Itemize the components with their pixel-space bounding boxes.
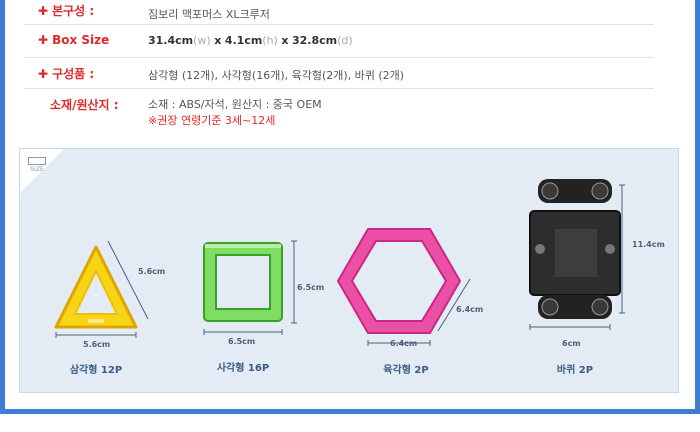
hexagon-width-dim: 6.4cm: [390, 339, 418, 348]
size-panel: SIZE: [19, 148, 679, 393]
spec-row-parts: ✚구성품 : 삼각형 (12개), 사각형(16개), 육각형(2개), 바퀴 …: [24, 57, 654, 89]
wheel-height-dim: 11.4cm: [632, 240, 665, 249]
plus-icon: ✚: [38, 33, 49, 47]
spec-value-name: 짐보리 맥포머스 XL크루저: [148, 8, 270, 21]
spec-value-parts: 삼각형 (12개), 사각형(16개), 육각형(2개), 바퀴 (2개): [148, 69, 405, 82]
spec-value-box: 31.4cm(w) x 4.1cm(h) x 32.8cm(d): [148, 34, 353, 47]
caption-count: 12P: [100, 365, 123, 376]
box-sep: x: [281, 34, 289, 47]
box-height: 4.1cm: [224, 34, 263, 47]
spec-value-material: 소재 : ABS/자석, 원산지 : 중국 OEM: [148, 98, 322, 111]
age-note: ※권장 연령기준 3세~12세: [148, 114, 276, 127]
triangle-width-dim: 5.6cm: [83, 340, 111, 349]
caption-count: 16P: [247, 363, 270, 374]
spec-row-name: ✚본구성 : 짐보리 맥포머스 XL크루저: [24, 0, 654, 25]
size-illustrations: [54, 179, 625, 346]
caption-name: 바퀴: [556, 365, 576, 376]
spec-label-name: ✚본구성 :: [38, 2, 150, 19]
caption-name: 삼각형: [69, 365, 98, 376]
triangle-side-dim: 5.6cm: [138, 267, 166, 276]
wheel-width-dim: 6cm: [562, 339, 581, 348]
hexagon-caption: 육각형 2P: [376, 361, 436, 376]
caption-count: 2P: [578, 365, 594, 376]
box-width-unit: (w): [193, 34, 211, 47]
spec-label-parts: ✚구성품 :: [38, 65, 150, 82]
hexagon-side-dim: 6.4cm: [456, 305, 484, 314]
box-depth: 32.8cm: [291, 34, 338, 47]
box-height-unit: (h): [262, 34, 278, 47]
square-side-dim: 6.5cm: [297, 283, 325, 292]
hexagon-piece: [337, 228, 471, 346]
parts-label-text: 구성품 :: [52, 67, 95, 81]
caption-count: 2P: [414, 365, 429, 376]
ruler-icon: SIZE: [28, 157, 46, 173]
spec-row-material: 소재/원산지 : 소재 : ABS/자석, 원산지 : 중국 OEM ※권장 연…: [24, 88, 654, 134]
box-sep: x: [214, 34, 222, 47]
square-piece: [203, 240, 297, 335]
plus-icon: ✚: [38, 4, 49, 18]
spec-row-box: ✚Box Size 31.4cm(w) x 4.1cm(h) x 32.8cm(…: [24, 24, 654, 58]
product-info-frame: [0, 0, 700, 414]
triangle-piece: [54, 240, 149, 338]
wheel-piece: [529, 179, 625, 330]
material-label-text: 소재/원산지 :: [50, 98, 119, 112]
plus-icon: ✚: [38, 67, 49, 81]
box-width: 31.4cm: [148, 34, 194, 47]
spec-label-box: ✚Box Size: [38, 33, 150, 47]
square-width-dim: 6.5cm: [228, 337, 256, 346]
spec-label-material: 소재/원산지 :: [50, 96, 162, 113]
square-caption: 사각형 16P: [213, 359, 273, 374]
triangle-caption: 삼각형 12P: [66, 361, 126, 376]
wheel-caption: 바퀴 2P: [545, 361, 605, 376]
caption-name: 사각형: [216, 363, 245, 374]
name-label-text: 본구성 :: [52, 4, 95, 18]
size-tag-text: SIZE: [30, 166, 44, 173]
box-label-text: Box Size: [52, 33, 110, 47]
size-corner-tag: [20, 149, 64, 193]
caption-name: 육각형: [383, 365, 411, 376]
box-depth-unit: (d): [337, 34, 353, 47]
